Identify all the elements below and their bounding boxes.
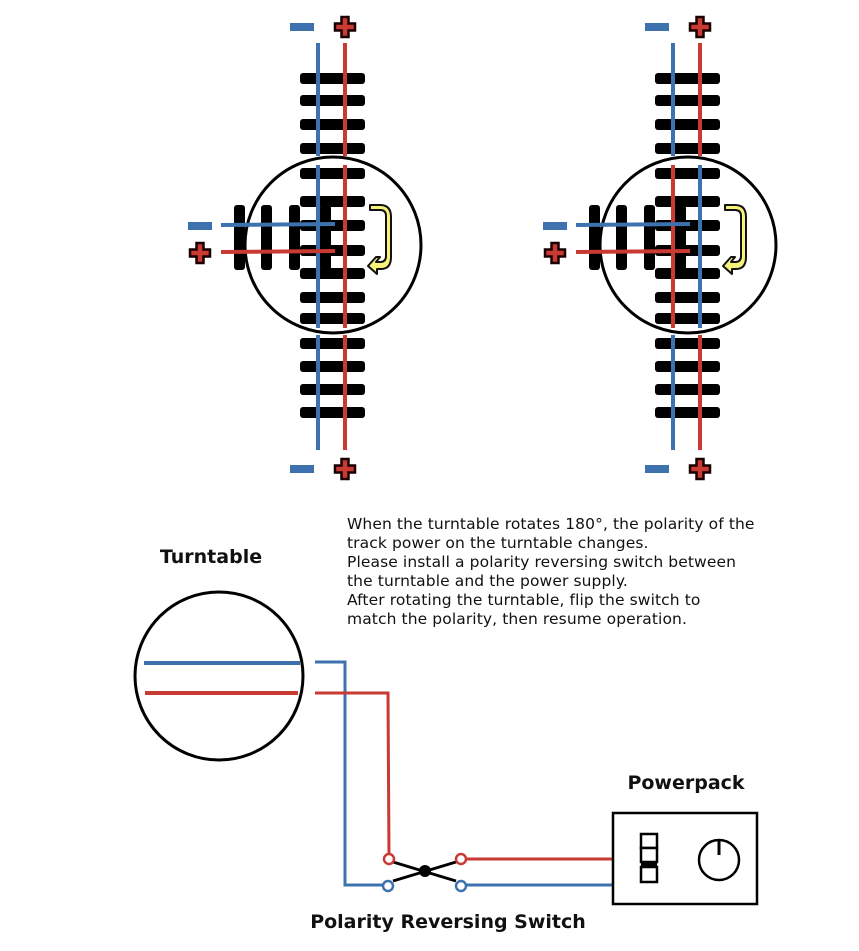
powerpack	[611, 811, 759, 906]
plus-symbol-icon	[688, 15, 712, 39]
tie	[655, 384, 720, 395]
powerpack-label: Powerpack	[627, 772, 744, 794]
tie	[300, 268, 365, 279]
tie	[300, 384, 365, 395]
tie	[589, 205, 600, 270]
tie	[234, 205, 245, 270]
plus-symbol-icon	[333, 15, 357, 39]
tie	[300, 196, 365, 207]
tie	[300, 407, 365, 418]
tie	[300, 143, 365, 154]
switch-label: Polarity Reversing Switch	[310, 911, 586, 933]
minus-symbol-icon	[645, 23, 669, 31]
wire-negative-turntable-to-switch	[315, 660, 388, 887]
left-positive-rail	[220, 249, 336, 254]
tie	[655, 119, 720, 130]
note-line: track power on the turntable changes.	[347, 534, 649, 552]
polarity-reversing-switch[interactable]	[381, 852, 468, 893]
tie	[675, 205, 686, 270]
minus-symbol-icon	[188, 222, 212, 230]
minus-symbol-icon	[645, 465, 669, 473]
minus-symbol-icon	[290, 23, 314, 31]
left-negative-rail	[220, 222, 336, 227]
wiring-section: Turntable Polarity Reversing Switch Powe…	[133, 546, 759, 933]
powerpack-switch-slot-2	[639, 846, 659, 864]
left-positive-rail	[575, 249, 691, 254]
plus-symbol-icon	[333, 457, 357, 481]
note-line: After rotating the turntable, flip the s…	[347, 591, 701, 609]
tie	[655, 407, 720, 418]
tie	[300, 292, 365, 303]
turntable-pit-circle	[598, 155, 778, 335]
tie	[300, 361, 365, 372]
tie	[300, 73, 365, 84]
minus-symbol-icon	[290, 465, 314, 473]
note-line: the turntable and the power supply.	[347, 572, 628, 590]
plus-symbol-icon	[188, 241, 212, 265]
plus-symbol-icon	[688, 457, 712, 481]
turntable-circle	[133, 590, 305, 762]
tie	[320, 205, 331, 270]
tie	[300, 95, 365, 106]
tie	[300, 119, 365, 130]
rotation-arrow-icon	[367, 204, 392, 275]
instruction-note: When the turntable rotates 180°, the pol…	[347, 515, 847, 629]
tie	[655, 268, 720, 279]
note-line: match the polarity, then resume operatio…	[347, 610, 687, 628]
turntable-pit-circle	[243, 155, 423, 335]
turntable-diagram-before-rotation	[188, 15, 423, 481]
switch-terminal-negative-in	[381, 879, 395, 893]
tie	[655, 168, 720, 179]
note-line: When the turntable rotates 180°, the pol…	[347, 515, 755, 533]
tie	[655, 143, 720, 154]
powerpack-switch-slot-3	[639, 865, 659, 884]
powerpack-switch-slot-1	[639, 832, 659, 850]
left-negative-rail	[575, 222, 691, 227]
tie	[655, 313, 720, 324]
tie	[655, 338, 720, 349]
tie	[300, 168, 365, 179]
tie	[655, 95, 720, 106]
tie	[655, 73, 720, 84]
switch-terminal-positive-out	[454, 852, 468, 866]
turntable-diagram-after-rotation	[543, 15, 778, 481]
tie	[300, 338, 365, 349]
tie	[261, 205, 272, 270]
turntable-label: Turntable	[160, 546, 262, 568]
tie	[655, 196, 720, 207]
switch-terminal-negative-out	[454, 879, 468, 893]
plus-symbol-icon	[543, 241, 567, 265]
note-line: Please install a polarity reversing swit…	[347, 553, 737, 571]
wire-positive-turntable-to-switch	[315, 691, 391, 859]
rotation-arrow-icon	[722, 204, 747, 275]
tie	[289, 205, 300, 270]
switch-pivot	[419, 865, 431, 877]
minus-symbol-icon	[543, 222, 567, 230]
tie	[655, 292, 720, 303]
tie	[655, 361, 720, 372]
tie	[644, 205, 655, 270]
switch-terminal-positive-in	[382, 852, 396, 866]
tie	[616, 205, 627, 270]
tie	[300, 313, 365, 324]
